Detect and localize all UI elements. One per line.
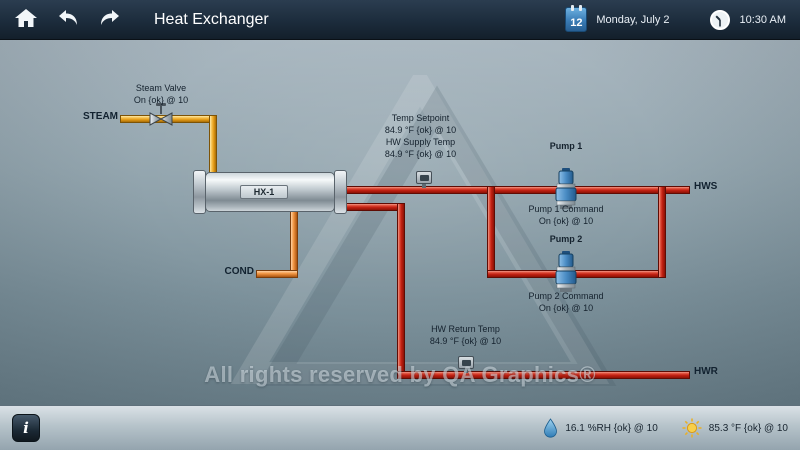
humidity-value: 16.1 %RH {ok} @ 10 xyxy=(565,422,658,434)
hwr-port-label: HWR xyxy=(694,366,718,377)
pump2-title: Pump 2 xyxy=(549,234,583,244)
hw-return-temp-value: 84.9 °F {ok} @ 10 xyxy=(429,336,502,346)
cond-port-label: COND xyxy=(224,266,254,277)
sun-icon xyxy=(682,418,702,438)
diagram-area: HX-1 xyxy=(0,40,800,405)
hw-supply-pipe xyxy=(344,186,690,194)
header-datetime: 12 Monday, July 2 10:30 AM xyxy=(565,5,786,32)
heat-exchanger-right-flange xyxy=(334,170,347,214)
redo-arrow-icon xyxy=(98,8,122,31)
hw-supply-temp-value: 84.9 °F {ok} @ 10 xyxy=(384,149,457,159)
steam-valve-label: Steam Valve On {ok} @ 10 xyxy=(108,82,214,106)
pump2-icon[interactable] xyxy=(553,251,579,298)
nav-buttons xyxy=(10,6,126,34)
hw-return-temp-label: HW Return Temp 84.9 °F {ok} @ 10 xyxy=(413,323,518,347)
pump1-command-label: Pump 1 Command On {ok} @ 10 xyxy=(516,203,616,227)
pump1-command-title: Pump 1 Command xyxy=(528,204,604,214)
steam-port-label: STEAM xyxy=(83,111,118,122)
steam-drop-pipe xyxy=(209,115,217,175)
pump2-command-label: Pump 2 Command On {ok} @ 10 xyxy=(516,290,616,314)
pump1-icon[interactable] xyxy=(553,168,579,215)
home-icon xyxy=(14,7,38,32)
heat-exchanger-tag: HX-1 xyxy=(240,185,288,199)
pump-branch-down-pipe xyxy=(487,186,495,278)
temp-setpoint-value[interactable]: 84.9 °F {ok} @ 10 xyxy=(384,125,457,135)
steam-valve-status: On {ok} @ 10 xyxy=(133,95,189,105)
info-button[interactable]: i xyxy=(12,414,40,442)
pump2-command-title: Pump 2 Command xyxy=(528,291,604,301)
condensate-pipe xyxy=(256,270,298,278)
info-icon: i xyxy=(23,419,29,437)
calendar-icon[interactable]: 12 xyxy=(565,5,588,32)
calendar-day: 12 xyxy=(570,17,583,29)
supply-temp-sensor-icon[interactable] xyxy=(416,171,432,188)
date-text: Monday, July 2 xyxy=(596,13,670,26)
temp-setpoint-title: Temp Setpoint xyxy=(391,113,450,123)
header-bar: Heat Exchanger 12 Monday, July 2 10:30 A… xyxy=(0,0,800,40)
page-title: Heat Exchanger xyxy=(154,10,269,28)
temp-readings-label: Temp Setpoint 84.9 °F {ok} @ 10 HW Suppl… xyxy=(348,112,493,160)
hw-return-riser-pipe xyxy=(397,203,405,379)
pump1-title: Pump 1 xyxy=(549,141,583,151)
time-text: 10:30 AM xyxy=(739,13,786,26)
steam-valve-icon[interactable] xyxy=(148,102,174,133)
hws-port-label: HWS xyxy=(694,181,718,192)
undo-arrow-icon xyxy=(56,8,80,31)
clock-icon xyxy=(709,9,731,31)
pump-branch-up-pipe xyxy=(658,186,666,278)
humidity-drop-icon xyxy=(543,418,558,438)
steam-valve-title: Steam Valve xyxy=(135,83,187,93)
hw-return-connector-pipe xyxy=(344,203,405,211)
pump2-command-status: On {ok} @ 10 xyxy=(538,303,594,313)
hw-supply-temp-title: HW Supply Temp xyxy=(385,137,456,147)
outdoor-temp-value: 85.3 °F {ok} @ 10 xyxy=(708,422,788,434)
pump1-command-status: On {ok} @ 10 xyxy=(538,216,594,226)
home-button[interactable] xyxy=(10,6,42,34)
forward-button[interactable] xyxy=(94,6,126,34)
hw-return-pipe xyxy=(397,371,690,379)
hw-return-temp-title: HW Return Temp xyxy=(431,324,500,334)
calendar-rings xyxy=(566,5,586,11)
back-button[interactable] xyxy=(52,6,84,34)
status-bar: i 16.1 %RH {ok} @ 10 xyxy=(0,405,800,450)
return-temp-sensor-icon[interactable] xyxy=(458,356,474,373)
outdoor-conditions: 16.1 %RH {ok} @ 10 85.3 °F {ok} @ 10 xyxy=(543,418,788,438)
condensate-riser-pipe xyxy=(290,208,298,278)
